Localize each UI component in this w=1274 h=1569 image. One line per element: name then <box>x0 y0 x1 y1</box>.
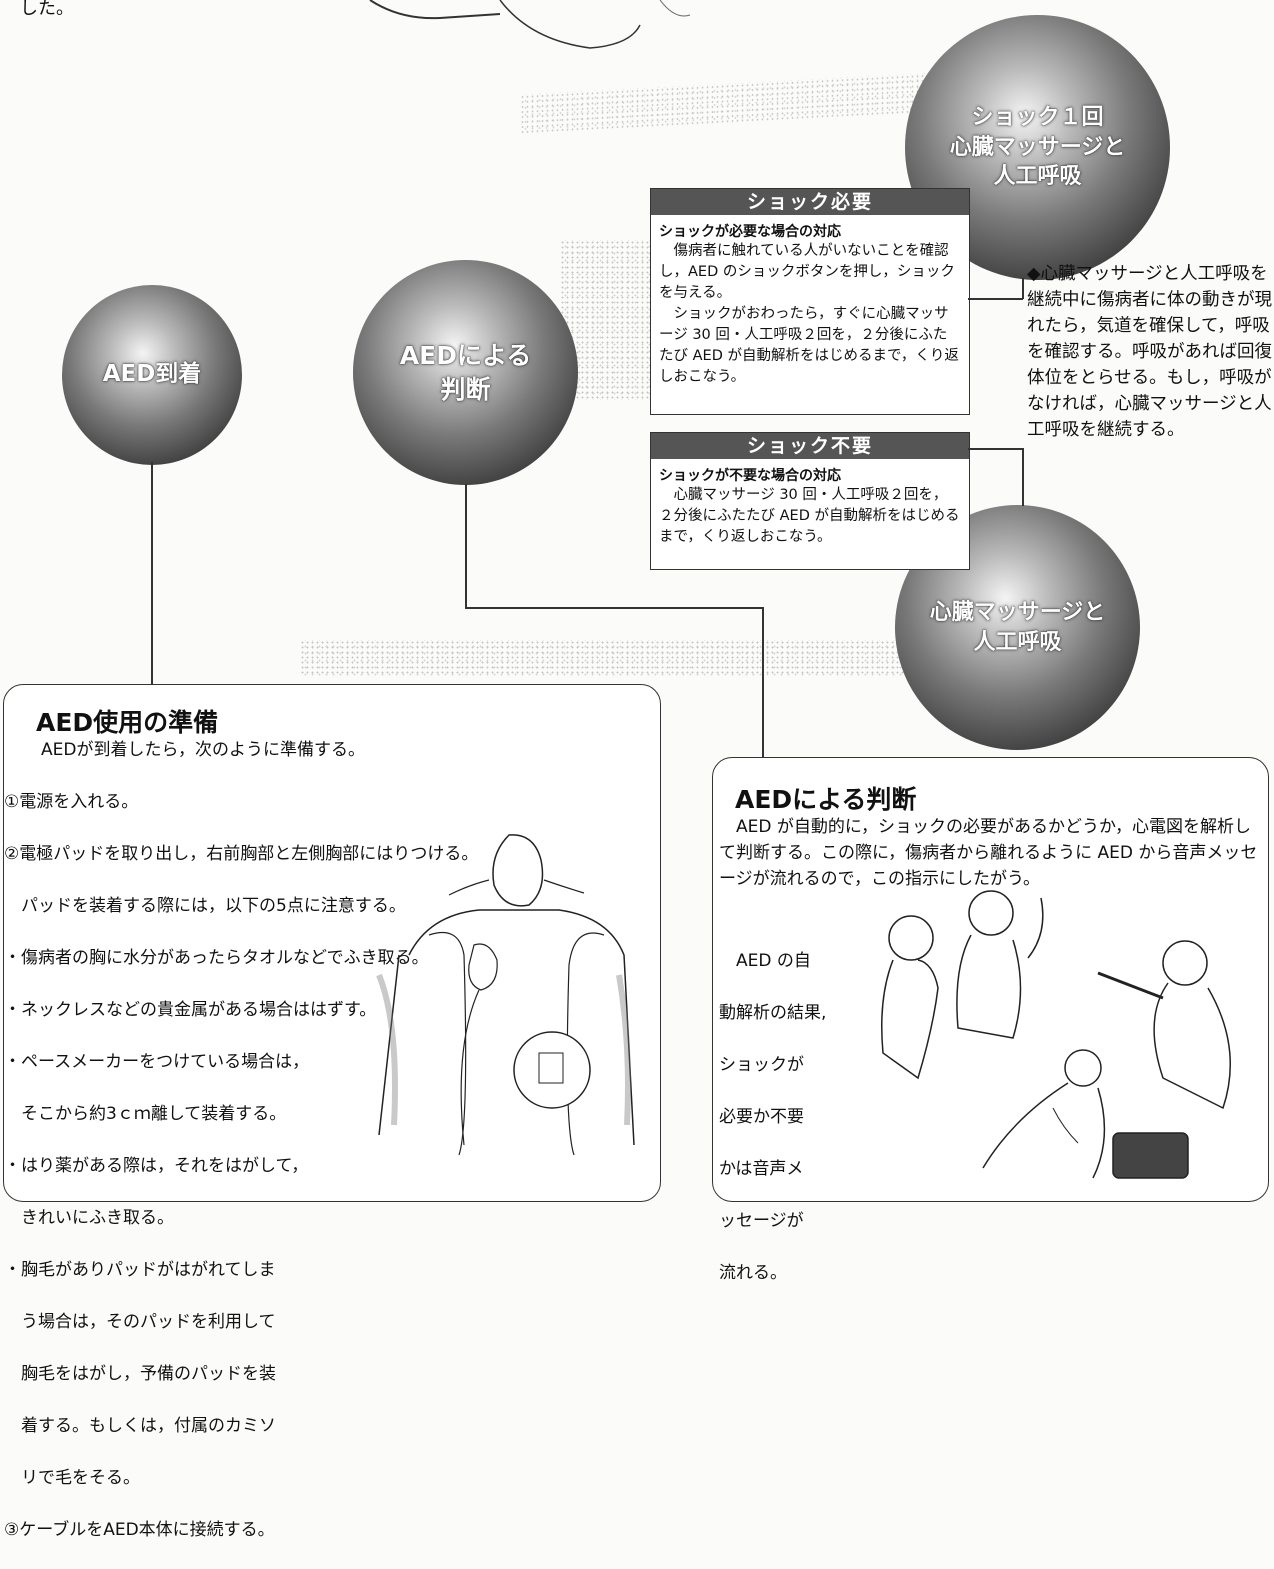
aed-prep-panel: AED使用の準備 AEDが到着したら，次のように準備する。 ①電源を入れる。 ②… <box>3 684 661 1540</box>
connector-judge-v1 <box>465 484 467 608</box>
shock-not-needed-text: 心臓マッサージ 30 回・人工呼吸２回を，２分後にふたたび AED が自動解析を… <box>659 487 960 545</box>
shock-needed-header: ショック必要 <box>651 189 969 215</box>
top-text-fragment: した。 <box>20 0 74 19</box>
patient-pads-illustration <box>376 834 635 1156</box>
aed-prep-step: ②電極パッドを取り出し，右前胸部と左側胸部にはりつける。 <box>4 844 479 864</box>
aed-prep-step: 胸毛をはがし，予備のパッドを装 <box>4 1364 276 1384</box>
connector-judge-h <box>465 607 763 609</box>
aed-judgment-caption: AED の自 動解析の結果, ショックが 必要か不要 かは音声メ ッセージが 流… <box>719 922 859 1312</box>
connector-arrival-v <box>151 462 153 684</box>
aed-prep-step: ・傷病者の胸に水分があったらタオルなどでふき取る。 <box>4 948 429 968</box>
aed-arrival-label: AED到着 <box>102 361 202 388</box>
caption-line: 動解析の結果, <box>719 1003 827 1023</box>
aed-judgment-panel: AEDによる判断 AED が自動的に，ショックの必要があるかどうか，心電図を解析… <box>712 757 1269 1283</box>
aed-judgment-title: AEDによる判断 <box>735 785 917 814</box>
side-note: ◆心臓マッサージと人工呼吸を継続中に傷病者に体の動きが現れたら，気道を確保して，… <box>1027 261 1272 443</box>
aed-prep-step: パッドを装着する際には，以下の5点に注意する。 <box>4 896 406 916</box>
aed-judgment-label: AEDによる 判断 <box>399 340 532 404</box>
shock-not-needed-box: ショック不要 ショックが不要な場合の対応 心臓マッサージ 30 回・人工呼吸２回… <box>650 432 970 570</box>
aed-prep-step: きれいにふき取る。 <box>4 1208 174 1228</box>
aed-prep-step: ・胸毛がありパッドがはがれてしま <box>4 1260 276 1280</box>
caption-line: ッセージが <box>719 1211 804 1231</box>
caption-line: AED の自 <box>719 951 811 971</box>
aed-prep-title: AED使用の準備 <box>36 708 219 737</box>
shock-once-label: ショック１回 心臓マッサージと 人工呼吸 <box>949 104 1126 190</box>
connector-notneeded-v <box>1022 448 1024 506</box>
aed-judgment-ball: AEDによる 判断 <box>353 260 578 485</box>
aed-prep-step: リで毛をそる。 <box>4 1468 140 1488</box>
connector-notneeded-h <box>968 448 1023 450</box>
speckle-band-bottom <box>300 640 1000 676</box>
rescuers-illustration <box>881 890 1231 1179</box>
caption-line: 必要か不要 <box>719 1107 804 1127</box>
shock-needed-box: ショック必要 ショックが必要な場合の対応 傷病者に触れている人がいないことを確認… <box>650 188 970 415</box>
shock-needed-subtitle: ショックが必要な場合の対応 <box>659 224 841 240</box>
aed-prep-step: ・ペースメーカーをつけている場合は， <box>4 1052 310 1072</box>
aed-prep-step: 着する。もしくは，付属のカミソ <box>4 1416 276 1436</box>
aed-prep-step: う場合は，そのパッドを利用して <box>4 1312 276 1332</box>
shock-not-needed-header: ショック不要 <box>651 433 969 459</box>
caption-line: かは音声メ <box>719 1159 804 1179</box>
shock-needed-text: 傷病者に触れている人がいないことを確認し，AED のショックボタンを押し，ショッ… <box>659 243 959 385</box>
connector-judge-v2 <box>762 607 764 757</box>
aed-prep-step: そこから約3ｃｍ離して装着する。 <box>4 1104 287 1124</box>
shock-not-needed-subtitle: ショックが不要な場合の対応 <box>659 468 841 484</box>
aed-prep-step: ・ネックレスなどの貴金属がある場合ははずす。 <box>4 1000 377 1020</box>
cpr-label: 心臓マッサージと 人工呼吸 <box>929 599 1106 655</box>
connector-needed-v <box>1022 278 1024 299</box>
connector-needed-h <box>968 298 1023 300</box>
side-note-text: ◆心臓マッサージと人工呼吸を継続中に傷病者に体の動きが現れたら，気道を確保して，… <box>1027 264 1272 440</box>
caption-line: 流れる。 <box>719 1263 787 1283</box>
aed-arrival-ball: AED到着 <box>62 285 242 465</box>
aed-prep-intro: AEDが到着したら，次のように準備する。 <box>24 740 365 760</box>
aed-prep-step: ・はり薬がある際は，それをはがして， <box>4 1156 309 1176</box>
aed-judgment-text: AED が自動的に，ショックの必要があるかどうか，心電図を解析して判断する。この… <box>719 817 1258 889</box>
aed-prep-step: ①電源を入れる。 <box>4 792 139 812</box>
top-illustration-fragment <box>369 0 691 49</box>
caption-line: ショックが <box>719 1055 804 1075</box>
aed-prep-step: ③ケーブルをAED本体に接続する。 <box>4 1520 275 1540</box>
